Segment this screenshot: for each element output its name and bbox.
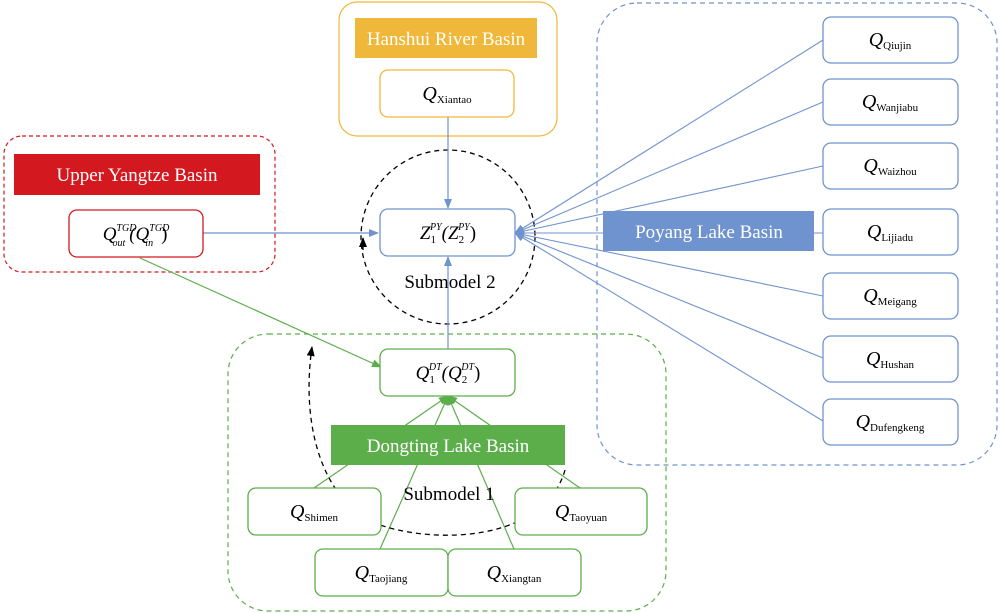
node-taojiang: QTaojiang: [355, 562, 408, 585]
node-meigang: QMeigang: [863, 285, 917, 308]
node-taoyuan-box: [514, 487, 648, 536]
submodel-2-label: Submodel 2: [404, 272, 495, 293]
node-wanjiabu-box: [822, 78, 959, 126]
node-xiangtan-box: [447, 548, 582, 597]
poyang-nodes: QQiujin QWanjiabu QWaizhou QLijiadu QMei…: [822, 16, 959, 446]
upper-yangtze-title: Upper Yangtze Basin: [57, 165, 218, 186]
arrow-tgd-to-dt: [139, 257, 382, 368]
hanshui-title-box: [355, 18, 537, 58]
node-wanjiabu: QWanjiabu: [862, 91, 919, 114]
node-lijiadu: QLijiadu: [867, 221, 914, 244]
node-dt-box: [379, 348, 516, 397]
node-xiangtan: QXiangtan: [487, 562, 542, 585]
node-hushan: QHushan: [866, 348, 915, 371]
node-z-box: [379, 208, 516, 257]
node-tgd-box: [68, 209, 204, 258]
node-z: Z1PY(Z2PY): [420, 222, 476, 246]
node-xiantao-box: [379, 69, 515, 118]
submodel-1-label: Submodel 1: [403, 484, 494, 505]
node-shimen-box: [247, 487, 382, 536]
node-shimen: QShimen: [290, 501, 339, 524]
hanshui-title: Hanshui River Basin: [367, 29, 526, 50]
node-meigang-box: [822, 272, 959, 320]
node-dt: Q1DT(Q2DT): [416, 362, 481, 386]
node-xiantao: QXiantao: [422, 83, 472, 106]
node-taoyuan: QTaoyuan: [555, 501, 608, 524]
dongting-lake-basin-region: [227, 333, 667, 612]
node-qiujin: QQiujin: [869, 29, 912, 52]
node-qiujin-box: [822, 16, 959, 64]
node-waizhou-box: [822, 142, 959, 190]
node-dufengkeng: QDufengkeng: [856, 411, 925, 434]
dongting-nodes: QShimen QTaoyuan QTaojiang QXiangtan: [247, 487, 648, 597]
upper-yangtze-title-box: [14, 154, 260, 195]
node-lijiadu-box: [822, 208, 959, 256]
node-waizhou: QWaizhou: [863, 155, 917, 178]
dongting-title-box: [331, 425, 565, 465]
poyang-title: Poyang Lake Basin: [635, 222, 783, 243]
node-hushan-box: [822, 335, 959, 383]
poyang-title-box: [603, 211, 814, 251]
dongting-title: Dongting Lake Basin: [367, 436, 530, 457]
node-dufengkeng-box: [822, 398, 959, 446]
